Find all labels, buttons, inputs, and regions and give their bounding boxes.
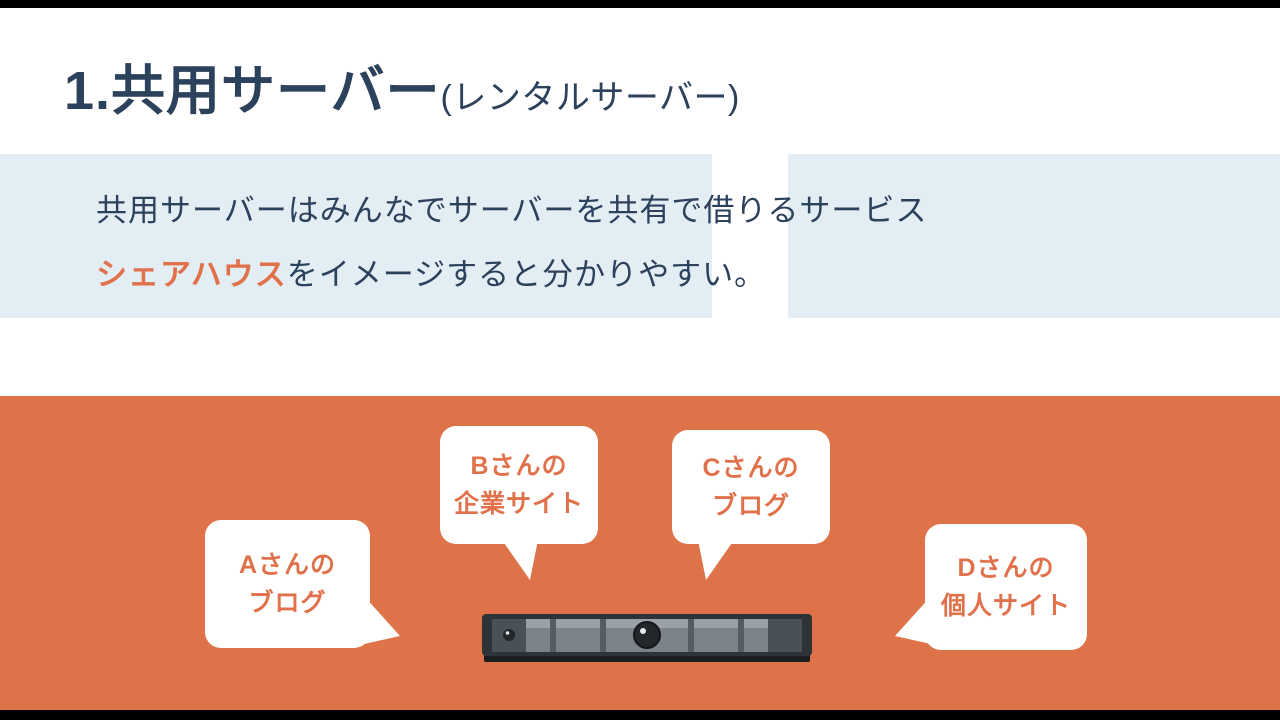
bubble-b-line-1: Bさんの — [470, 452, 568, 480]
title-main: 1.共用サーバー — [64, 61, 441, 121]
speech-bubble-d: Dさんの 個人サイト — [895, 524, 1087, 650]
bubble-d-line-2: 個人サイト — [940, 592, 1071, 620]
speech-bubble-a: Aさんの ブログ — [205, 520, 400, 648]
description-highlight: シェアハウス — [96, 257, 287, 292]
bubble-c-line-2: ブログ — [711, 492, 790, 520]
description: 共用サーバーはみんなでサーバーを共有で借りるサービス シェアハウスをイメージする… — [96, 190, 927, 318]
bubble-a-line-2: ブログ — [248, 589, 327, 617]
bubble-b-tail — [502, 540, 538, 580]
bubble-d-tail — [895, 596, 931, 644]
bubble-b-line-2: 企業サイト — [453, 490, 584, 518]
description-line-2: シェアハウスをイメージすると分かりやすい。 — [96, 254, 927, 296]
letterbox-bottom — [0, 710, 1280, 720]
letterbox-top — [0, 0, 1280, 8]
bubble-d-line-1: Dさんの — [957, 554, 1055, 582]
bubble-a-tail — [364, 596, 400, 644]
speech-bubble-c: Cさんの ブログ — [672, 430, 830, 580]
bubble-c-tail — [698, 540, 734, 580]
bubble-c-line-1: Cさんの — [702, 454, 800, 482]
page-title: 1.共用サーバー(レンタルサーバー) — [64, 46, 740, 125]
description-line-1: 共用サーバーはみんなでサーバーを共有で借りるサービス — [96, 193, 928, 228]
server-rack-icon — [482, 614, 812, 662]
description-band — [0, 154, 1280, 318]
description-line-2-rest: をイメージすると分かりやすい。 — [286, 257, 767, 292]
vertical-divider — [712, 8, 788, 396]
speech-bubble-b: Bさんの 企業サイト — [440, 426, 598, 580]
title-sub: (レンタルサーバー) — [440, 79, 740, 117]
bubble-a-line-1: Aさんの — [238, 551, 337, 579]
